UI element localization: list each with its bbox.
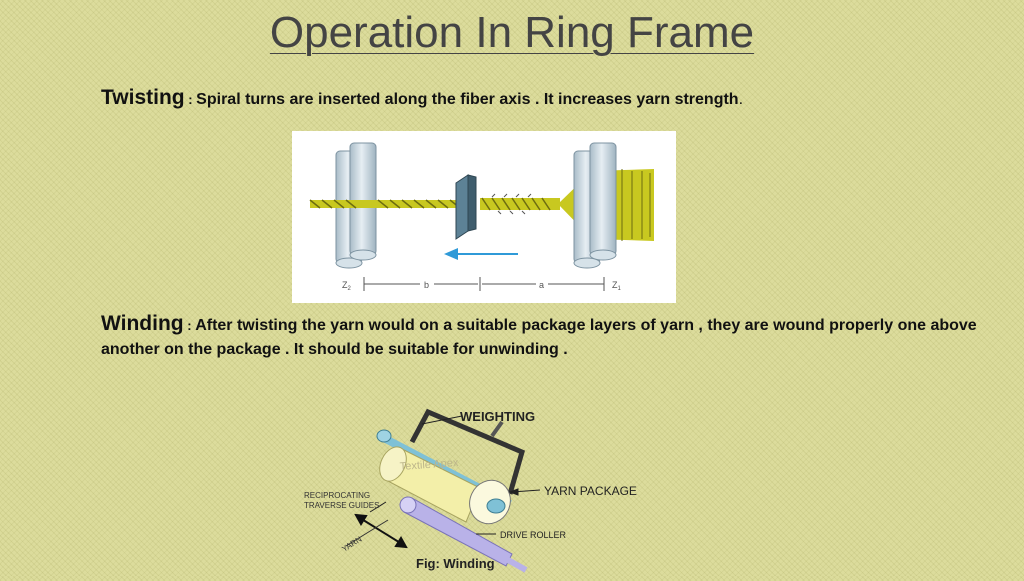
winding-paragraph: Winding : After twisting the yarn would … xyxy=(101,312,1001,362)
twisting-figure: Z2 b a Z1 xyxy=(292,131,676,303)
label-pointers xyxy=(369,415,541,535)
twisting-diagram: Z2 b a Z1 xyxy=(309,142,654,292)
direction-arrow xyxy=(444,248,518,260)
figure-caption: Fig: Winding xyxy=(416,556,495,571)
twisting-end: . xyxy=(738,91,744,108)
label-z1: Z1 xyxy=(612,280,622,292)
twisting-text: Spiral turns are inserted along the fibe… xyxy=(196,91,739,108)
label-z2: Z2 xyxy=(342,280,352,292)
right-roller-pair xyxy=(573,142,617,269)
winding-text: After twisting the yarn would on a suita… xyxy=(101,317,977,358)
twisted-yarn xyxy=(309,193,560,215)
yarn-package: Textile Apex xyxy=(379,446,511,525)
winding-colon: : xyxy=(183,318,196,333)
label-weighting: WEIGHTING xyxy=(460,409,535,424)
label-traverse-2: TRAVERSE GUIDES xyxy=(304,501,379,510)
yarn-line xyxy=(345,519,389,547)
slide-title: Operation In Ring Frame xyxy=(269,8,755,57)
twisting-term: Twisting xyxy=(101,86,185,109)
winding-diagram: Textile Apex WEIGHTING YARN PACKAGE RECI… xyxy=(304,408,637,573)
label-yarn: YARN xyxy=(340,534,363,553)
label-traverse-1: RECIPROCATING xyxy=(304,491,370,500)
dimension-line xyxy=(363,277,605,291)
twist-block xyxy=(455,174,477,240)
label-b: b xyxy=(424,280,429,290)
traverse-arrow xyxy=(354,513,408,549)
twisting-colon: : xyxy=(184,92,197,107)
twisting-paragraph: Twisting : Spiral turns are inserted alo… xyxy=(101,86,1001,112)
label-drive-roller: DRIVE ROLLER xyxy=(500,530,567,540)
drive-roller xyxy=(399,496,528,573)
label-a: a xyxy=(539,280,544,290)
watermark-text: Textile Apex xyxy=(399,457,459,473)
winding-term: Winding xyxy=(101,312,184,335)
label-yarn-package: YARN PACKAGE xyxy=(544,484,637,498)
winding-figure: Textile Apex WEIGHTING YARN PACKAGE RECI… xyxy=(300,400,672,576)
weighting-arm xyxy=(409,408,526,495)
